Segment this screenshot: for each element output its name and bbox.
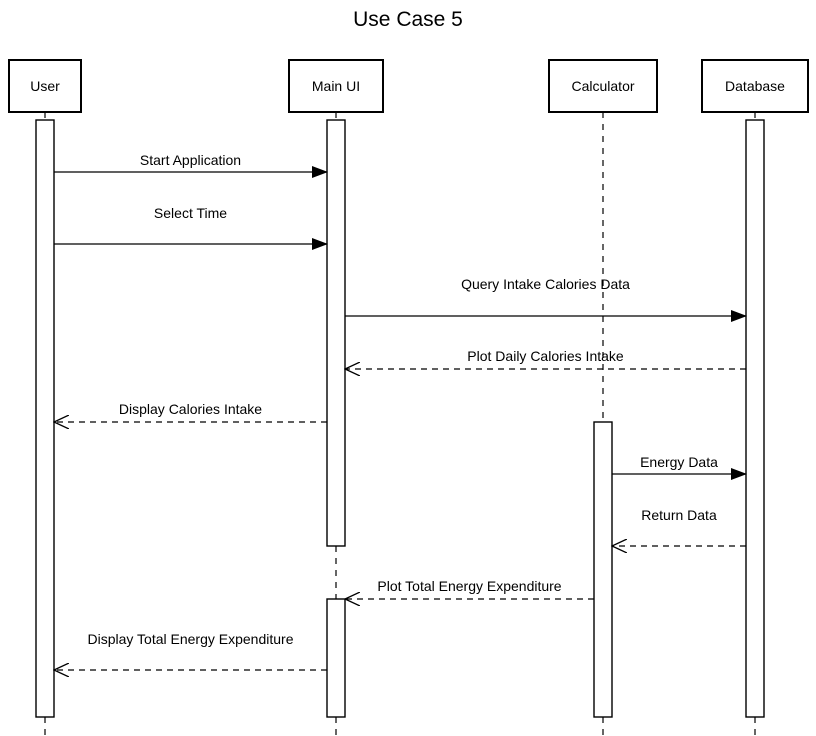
message-7: Return Data bbox=[612, 507, 746, 546]
message-4: Plot Daily Calories Intake bbox=[345, 348, 746, 369]
message-1: Start Application bbox=[54, 152, 328, 178]
message-label: Select Time bbox=[154, 205, 227, 221]
message-label: Query Intake Calories Data bbox=[461, 276, 630, 292]
message-label: Plot Total Energy Expenditure bbox=[377, 578, 561, 594]
activation-bar-database bbox=[745, 119, 765, 718]
participant-label: Calculator bbox=[571, 78, 634, 94]
message-label: Energy Data bbox=[640, 454, 718, 470]
participant-label: Main UI bbox=[312, 78, 360, 94]
activation-bar-user bbox=[35, 119, 55, 718]
participant-calculator: Calculator bbox=[548, 59, 658, 113]
message-9: Display Total Energy Expenditure bbox=[54, 631, 327, 670]
message-6: Energy Data bbox=[612, 454, 747, 480]
message-label: Return Data bbox=[641, 507, 717, 523]
participant-main-ui: Main UI bbox=[288, 59, 384, 113]
participant-user: User bbox=[8, 59, 82, 113]
message-label: Display Calories Intake bbox=[119, 401, 262, 417]
message-3: Query Intake Calories Data bbox=[345, 276, 747, 322]
activation-bar-calculator bbox=[593, 421, 613, 718]
participant-label: Database bbox=[725, 78, 785, 94]
message-label: Display Total Energy Expenditure bbox=[88, 631, 294, 647]
activation-bar-main-ui bbox=[326, 598, 346, 718]
participant-database: Database bbox=[701, 59, 809, 113]
message-8: Plot Total Energy Expenditure bbox=[345, 578, 594, 599]
message-label: Plot Daily Calories Intake bbox=[467, 348, 624, 364]
message-5: Display Calories Intake bbox=[54, 401, 327, 422]
message-label: Start Application bbox=[140, 152, 241, 168]
message-2: Select Time bbox=[54, 205, 328, 250]
participant-label: User bbox=[30, 78, 60, 94]
activation-bar-main-ui bbox=[326, 119, 346, 547]
diagram-title: Use Case 5 bbox=[353, 8, 463, 31]
